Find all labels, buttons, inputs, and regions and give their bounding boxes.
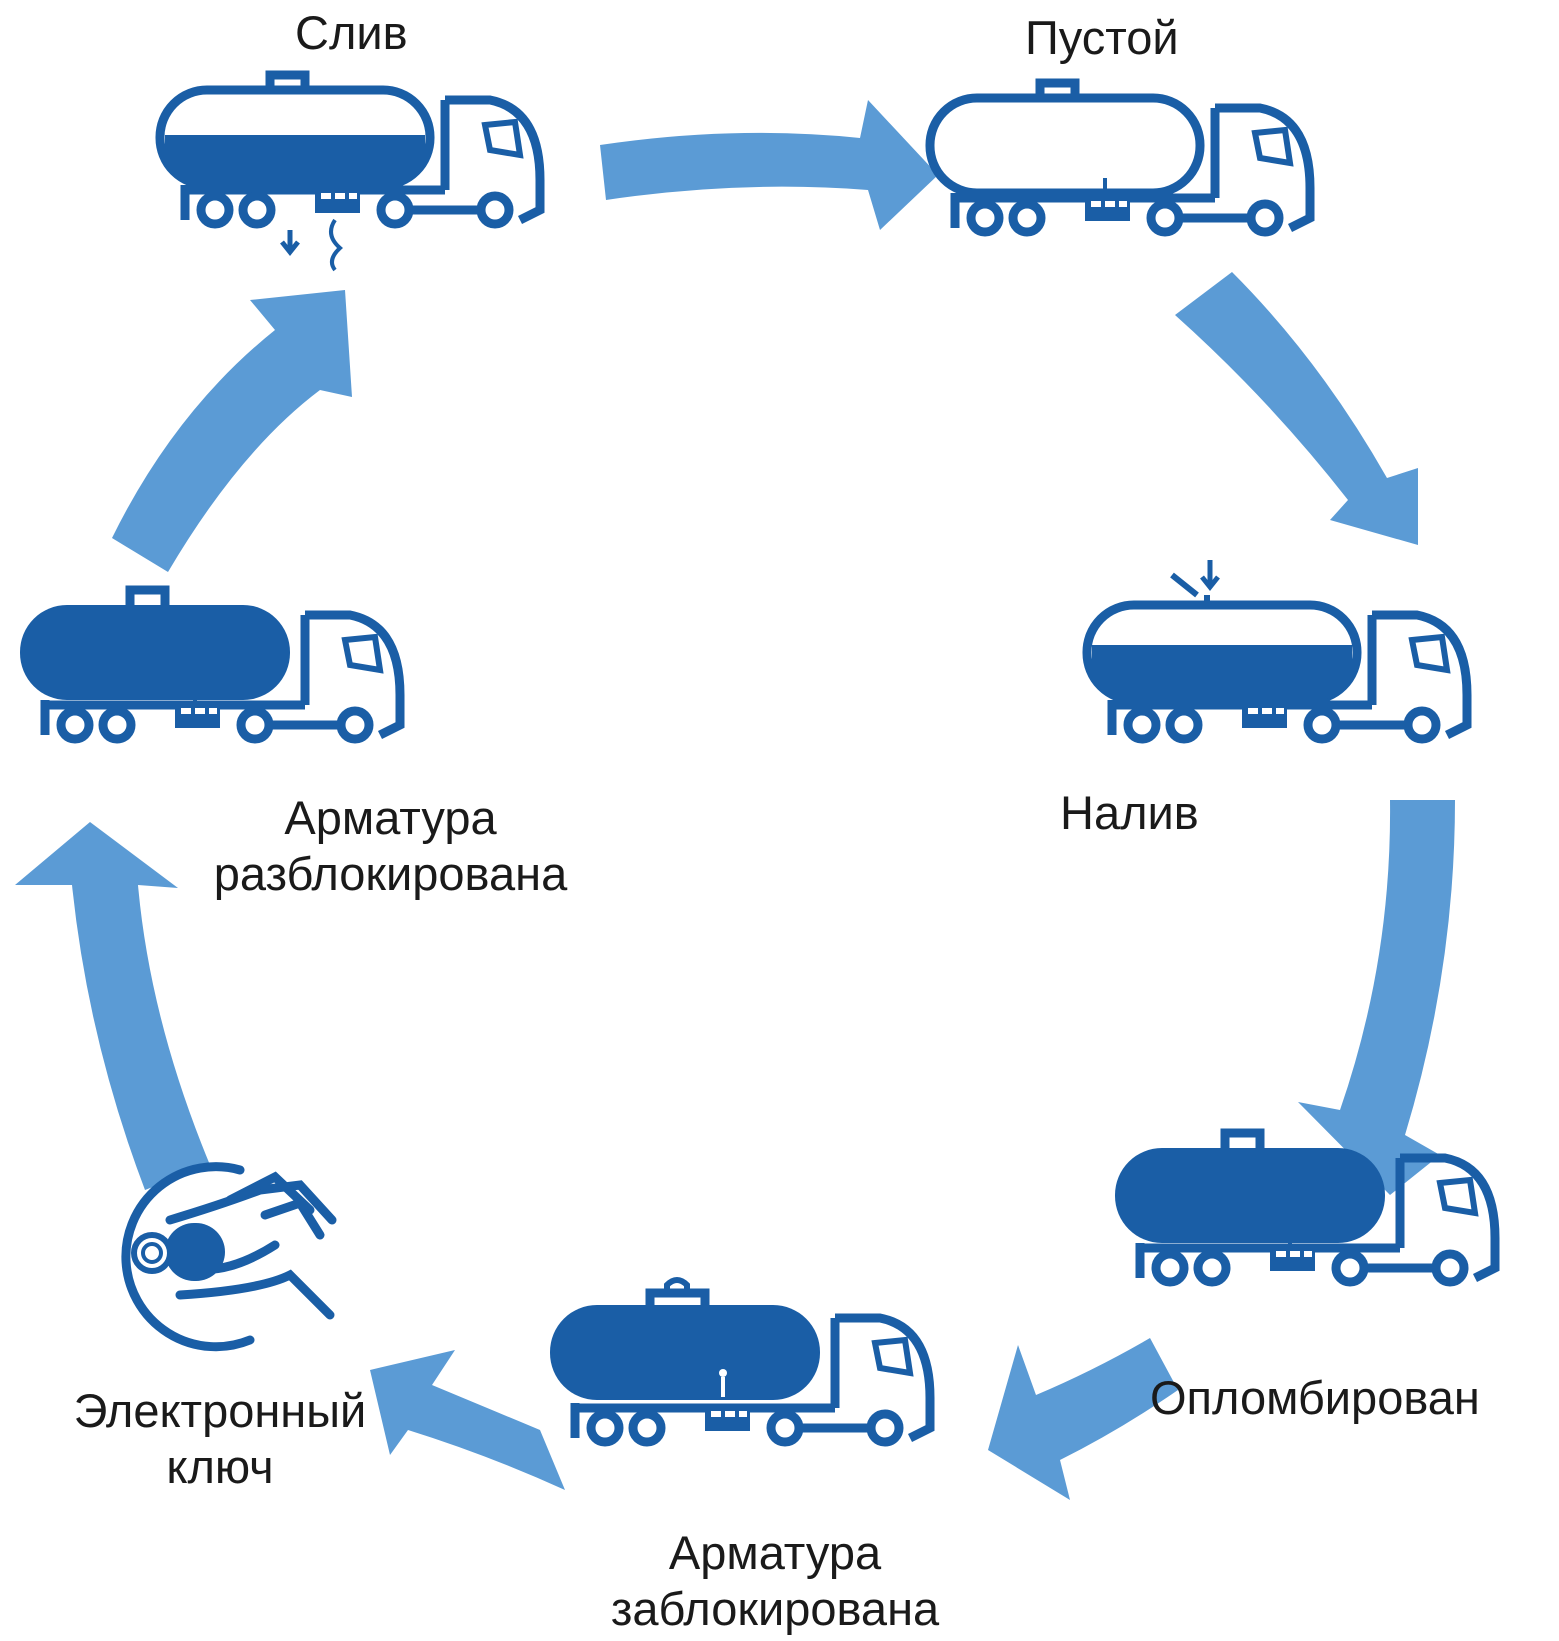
stage-label-locked-line2: заблокирована [610, 1582, 940, 1635]
stage-label-unlocked-line1: Арматура [284, 791, 497, 844]
arrow-loading-to-sealed [1298, 800, 1455, 1195]
stage-label-sealed: Опломбирован [1150, 1371, 1480, 1424]
tanker-truck-discharging-icon [155, 70, 545, 272]
stage-label-empty: Пустой [1025, 11, 1179, 64]
stage-label-unlocked: Арматура разблокирована [208, 790, 573, 902]
arrow-unlocked-to-discharge [112, 290, 352, 572]
stage-label-locked: Арматура заблокирована [610, 1525, 940, 1637]
arrow-empty-to-loading [1175, 272, 1418, 545]
tanker-truck-loading-icon [1082, 560, 1472, 744]
tanker-truck-sealed-icon [1115, 1128, 1500, 1287]
tanker-truck-empty-icon [925, 78, 1315, 237]
stage-label-e-key-line1: Электронный [73, 1384, 367, 1437]
arrow-locked-to-key [370, 1350, 565, 1490]
electronic-key-icon [121, 1162, 337, 1352]
stage-label-unlocked-line2: разблокирована [213, 847, 568, 900]
arrow-sealed-to-locked [988, 1338, 1178, 1500]
stage-label-discharge: Слив [295, 6, 408, 59]
arrow-key-to-unlocked [15, 822, 210, 1190]
stage-label-loading: Налив [1060, 786, 1199, 839]
stage-label-locked-line1: Арматура [668, 1526, 882, 1579]
stage-label-e-key-line2: ключ [166, 1440, 274, 1493]
tanker-truck-unlocked-icon [20, 585, 405, 744]
tanker-truck-locked-icon [550, 1277, 935, 1447]
stage-label-e-key: Электронный ключ [70, 1383, 370, 1495]
arrow-discharge-to-empty [600, 100, 938, 230]
